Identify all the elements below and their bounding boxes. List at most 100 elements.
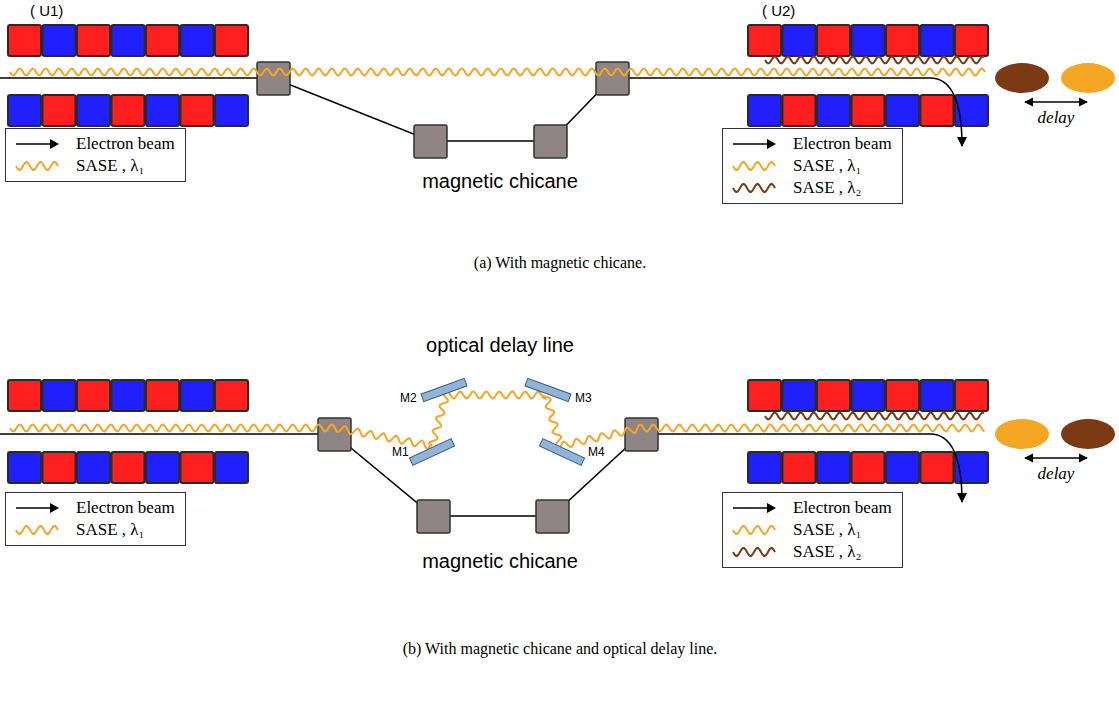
legend-row: SASE , λ₁ — [731, 519, 892, 541]
mirror — [409, 439, 454, 466]
legend-wave — [733, 162, 775, 170]
legend-arrow — [16, 143, 54, 145]
legend-row: Electron beam — [731, 133, 892, 155]
magnet — [215, 95, 248, 126]
magnet — [783, 452, 816, 483]
magnet — [146, 95, 179, 126]
magnet — [77, 95, 110, 126]
legend-text: SASE , λ₁ — [793, 520, 862, 540]
legend-arrowhead — [767, 139, 776, 149]
part-label: delay — [1038, 464, 1075, 484]
legend-row: SASE , λ₁ — [731, 155, 892, 177]
magnet — [8, 452, 41, 483]
sase-wave-1 — [10, 392, 985, 449]
magnet — [43, 380, 76, 411]
legend-wave — [733, 548, 775, 556]
mirror-label: M3 — [575, 392, 592, 406]
pulse — [1061, 63, 1115, 93]
legend-row: SASE , λ₁ — [14, 519, 175, 541]
magnet — [748, 25, 781, 56]
legend-box: Electron beamSASE , λ₁SASE , λ₂ — [722, 492, 903, 568]
legend-wave — [16, 526, 58, 534]
electron-beam-exit — [930, 78, 962, 146]
legend-text: SASE , λ₁ — [76, 156, 145, 176]
part-label: ( U2) — [762, 2, 795, 19]
legend-text: SASE , λ₁ — [793, 156, 862, 176]
magnet — [748, 452, 781, 483]
figure-caption: (b) With magnetic chicane and optical de… — [403, 640, 718, 658]
legend-arrow — [16, 507, 54, 509]
magnet — [181, 25, 214, 56]
legend-row: SASE , λ₂ — [731, 177, 892, 199]
chicane-dipole — [414, 125, 447, 158]
magnet — [748, 380, 781, 411]
mirror-label: M2 — [400, 392, 417, 406]
legend-arrowhead — [50, 503, 59, 513]
legend-box: Electron beamSASE , λ₁ — [5, 128, 186, 182]
magnet — [146, 380, 179, 411]
figure-caption: (a) With magnetic chicane. — [474, 254, 646, 272]
legend-sample — [731, 136, 777, 152]
chicane-dipole — [417, 500, 450, 533]
magnet — [8, 95, 41, 126]
magnet — [215, 380, 248, 411]
magnet — [886, 25, 919, 56]
legend-arrowhead — [767, 503, 776, 513]
legend-arrow — [733, 507, 771, 509]
magnet — [955, 452, 988, 483]
legend-text: SASE , λ₁ — [76, 520, 145, 540]
magnet — [817, 25, 850, 56]
legend-box: Electron beamSASE , λ₁SASE , λ₂ — [722, 128, 903, 204]
mirror — [525, 378, 571, 401]
part-label: magnetic chicane — [422, 550, 578, 573]
chicane-dipole — [534, 125, 567, 158]
panel-b — [0, 378, 1115, 533]
legend-arrow — [733, 143, 771, 145]
legend-text: SASE , λ₂ — [793, 542, 862, 562]
panel-a — [0, 25, 1115, 158]
electron-beam-exit — [930, 434, 962, 502]
magnet — [77, 452, 110, 483]
legend-sample — [731, 180, 777, 196]
magnet — [112, 452, 145, 483]
magnet — [817, 452, 850, 483]
magnet — [886, 95, 919, 126]
magnet — [112, 380, 145, 411]
part-label: ( U1) — [30, 2, 63, 19]
sase-wave-2 — [765, 57, 984, 64]
magnet — [921, 380, 954, 411]
magnet — [181, 452, 214, 483]
legend-sample — [731, 500, 777, 516]
magnet — [783, 380, 816, 411]
magnet — [886, 452, 919, 483]
magnet — [783, 25, 816, 56]
legend-sample — [731, 522, 777, 538]
part-label: magnetic chicane — [422, 170, 578, 193]
legend-arrowhead — [50, 139, 59, 149]
magnet — [181, 380, 214, 411]
legend-text: Electron beam — [76, 134, 175, 154]
part-label: optical delay line — [426, 334, 574, 357]
magnet — [783, 95, 816, 126]
legend-wave — [16, 162, 58, 170]
pulse — [995, 63, 1049, 93]
legend-sample — [14, 158, 60, 174]
magnet — [146, 25, 179, 56]
chicane-dipole — [318, 418, 351, 451]
legend-text: Electron beam — [76, 498, 175, 518]
magnet — [43, 25, 76, 56]
pulse — [995, 419, 1049, 449]
chicane-dipole — [536, 500, 569, 533]
part-label: delay — [1038, 108, 1075, 128]
legend-sample — [14, 500, 60, 516]
magnet — [817, 95, 850, 126]
magnet — [921, 25, 954, 56]
pulse — [1061, 419, 1115, 449]
magnet — [852, 25, 885, 56]
chicane-dipole — [625, 418, 658, 451]
magnet — [8, 380, 41, 411]
mirror — [421, 378, 467, 401]
magnet — [112, 25, 145, 56]
magnet — [77, 25, 110, 56]
chicane-dipole — [596, 62, 629, 95]
